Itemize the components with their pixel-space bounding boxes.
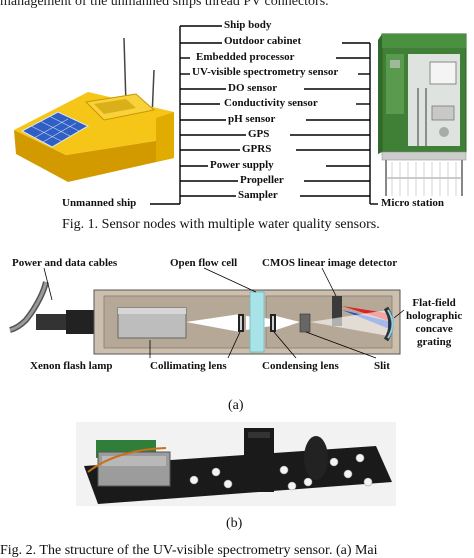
micro-station-illustration <box>378 33 467 196</box>
figure-1-caption: Fig. 1. Sensor nodes with multiple water… <box>62 217 380 232</box>
label-uv-visible-sensor: UV-visible spectrometry sensor <box>192 66 339 78</box>
unmanned-ship-illustration <box>14 37 174 182</box>
label-open-flow-cell: Open flow cell <box>170 257 238 269</box>
grating-line-2: holographic <box>406 310 463 322</box>
label-unmanned-ship: Unmanned ship <box>62 197 137 209</box>
spectrometer-photo <box>76 422 396 506</box>
label-ship-body: Ship body <box>224 19 272 31</box>
spectrometer-schematic <box>9 267 405 359</box>
figure-1-connector-lines <box>150 25 378 205</box>
label-slit: Slit <box>374 360 390 372</box>
figure-2a-sublabel: (a) <box>228 398 244 413</box>
figure-2-caption: Fig. 2. The structure of the UV-visible … <box>0 543 378 558</box>
top-text-line: management of the unmanned ships thread … <box>0 0 329 9</box>
label-ph-sensor: pH sensor <box>228 113 276 125</box>
label-power-data-cables: Power and data cables <box>12 257 118 269</box>
label-do-sensor: DO sensor <box>228 82 278 94</box>
figure-2b-sublabel: (b) <box>226 516 243 531</box>
label-grating: Flat-field holographic concave grating <box>406 297 462 349</box>
grating-line-1: Flat-field <box>412 297 456 309</box>
grating-line-3: concave <box>415 323 453 335</box>
label-conductivity-sensor: Conductivity sensor <box>224 97 318 109</box>
label-propeller: Propeller <box>240 174 284 186</box>
label-micro-station: Micro station <box>381 197 445 209</box>
label-power-supply: Power supply <box>210 159 274 171</box>
label-embedded-processor: Embedded processor <box>196 51 295 63</box>
label-condensing-lens: Condensing lens <box>262 360 339 372</box>
label-xenon-lamp: Xenon flash lamp <box>30 360 113 372</box>
grating-line-4: grating <box>417 336 452 348</box>
label-gprs: GPRS <box>242 143 272 155</box>
label-sampler: Sampler <box>238 189 278 201</box>
label-gps: GPS <box>248 128 270 140</box>
label-cmos-detector: CMOS linear image detector <box>262 257 398 269</box>
label-collimating-lens: Collimating lens <box>150 360 227 372</box>
label-outdoor-cabinet: Outdoor cabinet <box>224 35 302 47</box>
